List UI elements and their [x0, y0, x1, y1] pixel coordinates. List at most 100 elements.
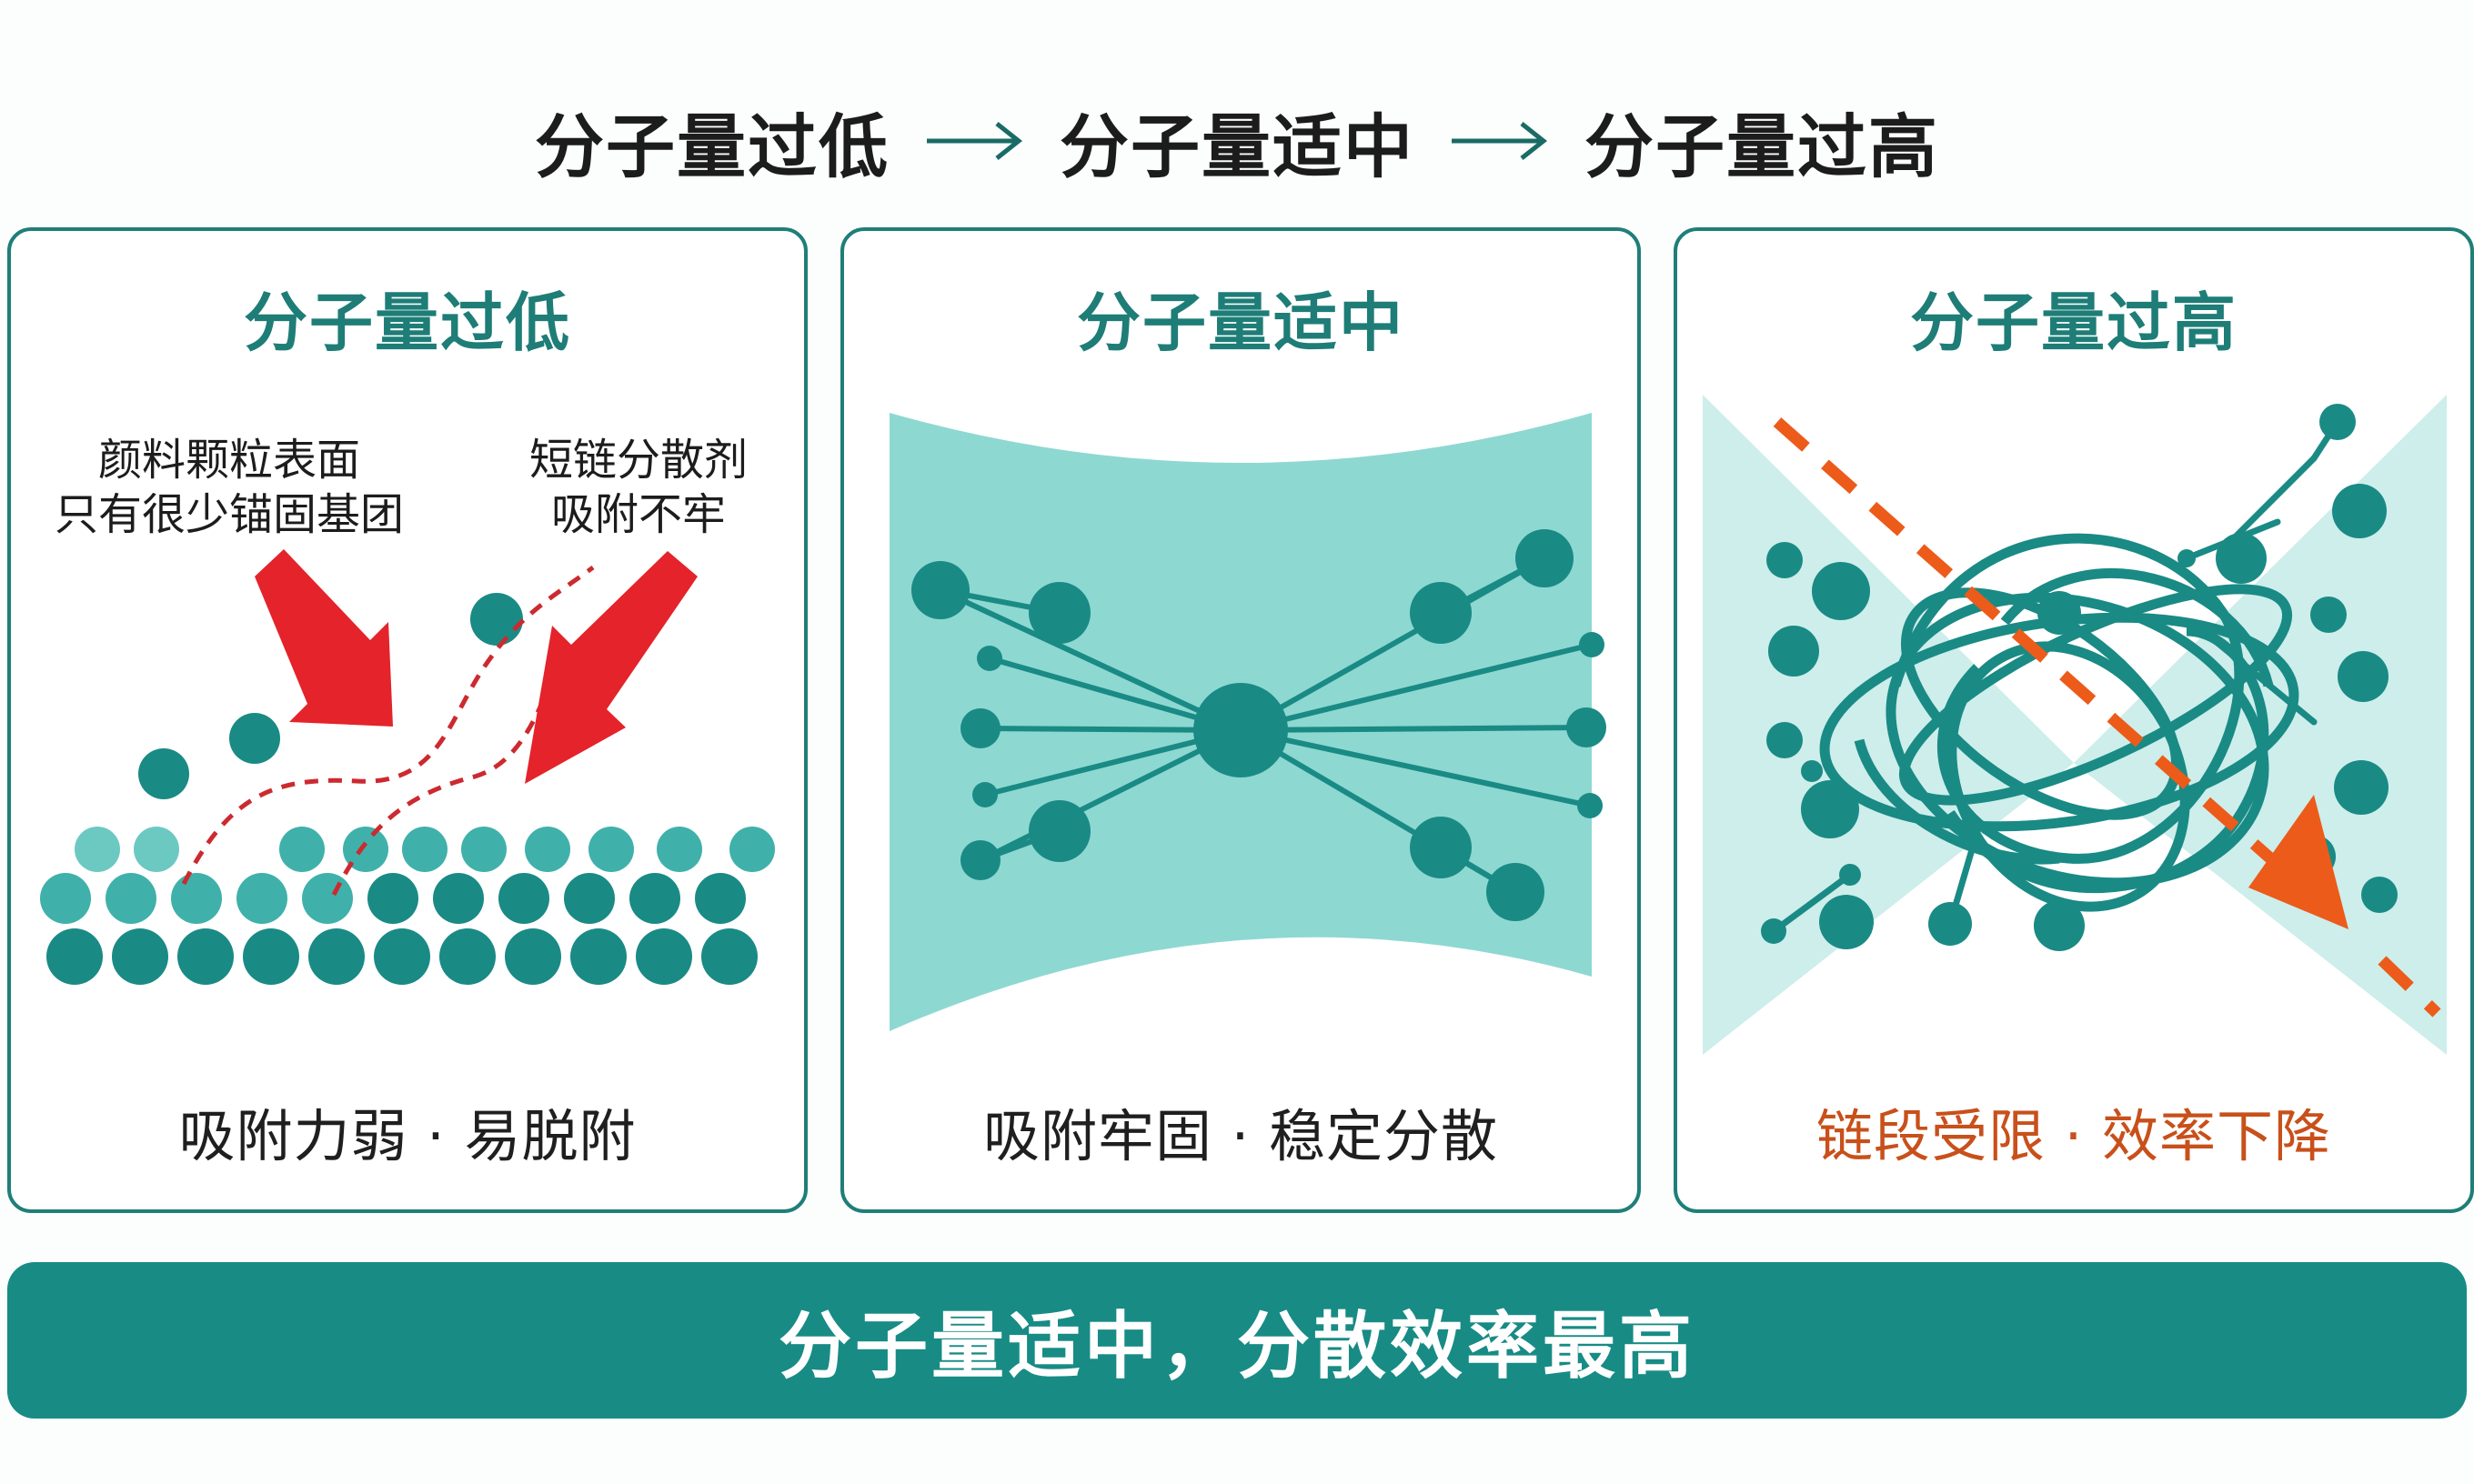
pigment-particle — [177, 928, 234, 985]
panel-title: 分子量过低 — [244, 286, 571, 360]
pigment-particle — [695, 873, 746, 924]
pigment-particle — [40, 873, 91, 924]
panel-mid-molecular-weight: 分子量适中 吸附牢固 · 稳定分散 — [840, 227, 1641, 1213]
free-particle — [138, 748, 189, 799]
chain-tail — [1770, 871, 1854, 935]
pigment-particle — [1801, 760, 1823, 782]
pigment-particle — [570, 928, 627, 985]
pigment-particle — [701, 928, 758, 985]
free-particle — [470, 593, 523, 646]
pigment-core — [1193, 683, 1288, 777]
pigment-particle — [505, 928, 561, 985]
high-mw-illustration — [1703, 395, 2447, 1055]
dispersant-network — [911, 529, 1606, 921]
pigment-particle — [106, 873, 156, 924]
anchor-particle — [1029, 800, 1091, 862]
pigment-particle — [2334, 760, 2389, 815]
pigment-particle — [243, 928, 299, 985]
pigment-particles — [1761, 484, 2398, 951]
anchor-particle — [972, 782, 998, 807]
pigment-particle — [657, 827, 702, 872]
panel-title: 分子量过高 — [1910, 286, 2238, 360]
anchor-particle — [1579, 632, 1604, 657]
pigment-particle — [302, 873, 353, 924]
pigment-particle — [433, 873, 484, 924]
anchor-particle — [1566, 707, 1606, 747]
dispersant-chain — [1238, 727, 1593, 808]
panel-caption: 链段受限 · 效率下降 — [1815, 1103, 2332, 1169]
pigment-particle — [629, 873, 680, 924]
pigment-particle — [374, 928, 430, 985]
dispersant-chain — [1238, 642, 1594, 733]
pigment-particle — [171, 873, 222, 924]
note-short-chain: 短链分散剂 吸附不牢 — [528, 435, 748, 540]
pigment-surface-particles — [40, 593, 775, 985]
anchor-particle — [1486, 863, 1544, 921]
pigment-particle — [134, 827, 179, 872]
anchor-particle — [911, 561, 970, 619]
pigment-particle — [343, 827, 388, 872]
anchor-particle — [1410, 582, 1472, 644]
chain-tail — [2219, 455, 2318, 553]
low-mw-illustration — [40, 549, 775, 985]
chain-end — [2177, 549, 2196, 567]
pigment-particle — [525, 827, 570, 872]
pigment-particle — [564, 873, 615, 924]
pigment-particle — [2034, 900, 2085, 951]
pigment-particle — [588, 827, 634, 872]
pigment-particle — [1766, 542, 1803, 578]
pigment-particle — [1819, 895, 1874, 949]
anchor-particle — [960, 840, 1001, 880]
pigment-particle — [75, 827, 120, 872]
pigment-particle — [236, 873, 287, 924]
red-arrow-icon — [525, 551, 698, 784]
conclusion-banner: 分子量适中，分散效率最高 — [7, 1262, 2467, 1419]
orange-arrow-icon — [1773, 417, 2441, 1018]
pigment-particle — [402, 827, 448, 872]
red-arrow-icon — [255, 549, 393, 727]
pigment-particle — [46, 928, 103, 985]
flow-arrow-icon — [1452, 122, 1548, 160]
dispersant-chain — [1238, 725, 1589, 733]
pigment-particle — [112, 928, 168, 985]
pigment-particle — [367, 873, 418, 924]
headline-stage-mid: 分子量适中 — [1060, 106, 1414, 187]
anchor-particle — [1029, 582, 1091, 644]
note-surface-anchors: 颜料颗粒表面 只有很少锚固基团 — [54, 435, 404, 540]
pigment-particle — [1801, 780, 1859, 838]
pigment-particle — [1768, 626, 1819, 677]
panel-caption: 吸附力弱 · 易脱附 — [178, 1103, 637, 1169]
panel-high-molecular-weight: 分子量过高 链段受限 · 效率下降 — [1674, 227, 2474, 1213]
headline-stage-high: 分子量过高 — [1584, 106, 1939, 187]
panel-title: 分子量适中 — [1077, 286, 1404, 360]
pigment-particle — [2361, 877, 2398, 913]
pigment-particle — [439, 928, 496, 985]
pigment-particle — [729, 827, 775, 872]
chain-end — [2319, 404, 2356, 440]
pigment-particle — [636, 928, 692, 985]
dispersant-chain — [938, 587, 1243, 733]
anchor-particle — [1410, 817, 1472, 878]
pigment-particle — [2332, 484, 2387, 538]
chain-end — [1839, 864, 1861, 886]
pigment-particle — [498, 873, 549, 924]
headline-stage-low: 分子量过低 — [535, 106, 890, 187]
pigment-particle — [308, 928, 365, 985]
anchor-particle — [977, 646, 1002, 671]
pigment-particle — [1766, 722, 1803, 758]
chain-tail — [2188, 618, 2318, 726]
anchor-particle — [1577, 793, 1603, 818]
flow-arrow-icon — [927, 122, 1023, 160]
panel-low-molecular-weight: 分子量过低 颜料颗粒表面 只有很少锚固基团 短链分散剂 吸附不牢 吸附力弱 · … — [7, 227, 808, 1213]
pigment-particle — [279, 827, 325, 872]
free-particle — [229, 713, 280, 764]
mid-mw-illustration — [890, 413, 1606, 1031]
anchor-particle — [1515, 529, 1574, 587]
pigment-particle — [461, 827, 507, 872]
pigment-particle — [2338, 651, 2389, 702]
short-chain-dashed-line — [331, 667, 559, 897]
dispersant-chain — [978, 727, 1243, 863]
headline-flow: 分子量过低 分子量适中 分子量过高 — [0, 91, 2474, 191]
dispersion-medium-shape — [1703, 395, 2447, 1055]
chain-tails — [1770, 404, 2356, 935]
